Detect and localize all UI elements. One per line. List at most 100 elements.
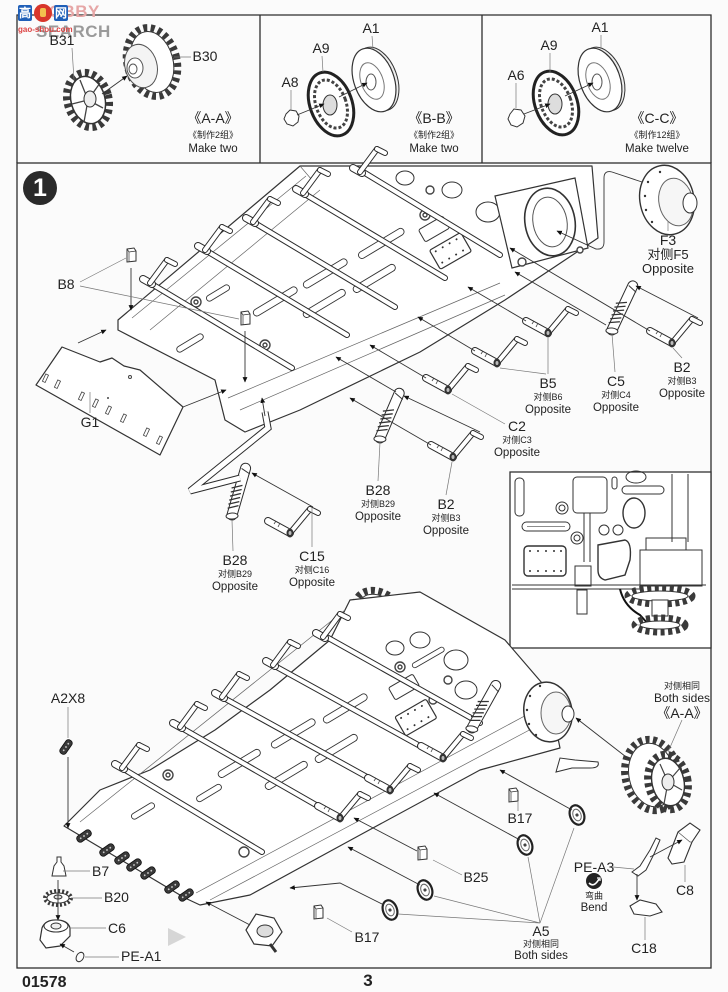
g1-plate-drawing-stroke-stroke [104,405,113,416]
hull-slots-stroke [196,783,222,803]
inset-detail-drawing-stroke [598,524,610,536]
bracket-part-drawing [555,757,599,773]
final-drive-lower-drawing [523,681,575,743]
callout-sprocket-both-sides: 对侧相同 Both sides 《A-A》 [654,680,710,722]
shock-c5-drawing [606,284,637,336]
wheel-a1-drawing-stroke [365,73,377,91]
inset-detail-drawing-stroke-stroke [545,550,547,552]
g1-plate-drawing-stroke [35,346,184,456]
upper-arrows-stroke [251,472,314,508]
hull-hatches-stroke-stroke [462,249,465,252]
lower-arrows-stroke [347,846,421,886]
part-c6-drawing-stroke [50,922,62,930]
opposite-part-cn: 对侧B6 [533,392,563,402]
part-label-a2x8: A2X8 [50,690,86,706]
upper-arrows-stroke [369,344,427,379]
part-pe-a3-drawing [631,837,661,877]
final-drive-f3-drawing-stroke [682,192,698,214]
road-wheel-a5-drawing [565,802,589,828]
inset-detail-drawing-stroke-stroke [537,570,539,572]
lower-arrows-stroke [289,882,385,906]
wheel-a9-drawing-stroke [313,78,349,130]
inset-frame [509,471,712,649]
final-drive-lower-drawing-stroke [538,684,542,688]
hull-washers-stroke [238,846,250,858]
hull-slots-stroke [176,333,204,353]
inset-detail-drawing-stroke [521,521,571,532]
hull-hatches-stroke-stroke [434,250,437,253]
inset-detail-drawing-stroke [631,614,689,636]
part-label: F3 [659,232,677,248]
upper-leaders-stroke [672,347,683,359]
callout-b2: B2 对侧B3 Opposite [423,497,469,538]
g1-plate-drawing-stroke-stroke [91,398,100,409]
sprocket-b30-drawing [122,24,182,100]
page-number: 3 [363,971,373,990]
callout-c2: C2 对侧C3 Opposite [494,419,540,460]
hull-lower-drawing [63,586,575,906]
opposite-part-cn: 对侧C4 [601,390,631,400]
nut-a6-drawing [507,108,526,128]
wheel-a9-drawing-stroke [538,77,574,129]
hull-hatches-stroke-stroke [420,704,423,707]
upper-loose-parts [224,164,701,537]
hull-slots-stroke [205,284,231,302]
part-label-a9: A9 [540,37,558,53]
opposite-note: Opposite [493,447,541,459]
inset-detail-drawing-stroke [570,531,584,545]
sprocket-assembly-drawing [621,735,692,815]
inset-detail-drawing-stroke [523,545,567,577]
part-label: B5 [539,375,557,391]
subassembly-title: 《B-B》 [408,110,460,126]
final-drive-f3-drawing [638,164,698,236]
inset-detail-drawing-stroke-stroke [529,550,531,552]
upper-arrows-stroke [417,316,476,352]
sprocket-assembly-drawing-stroke [659,763,683,805]
part-label-c18: C18 [631,940,657,956]
hull-washers-stroke [443,675,453,685]
part-label-b30: B30 [192,48,218,64]
arm-c2-drawing [426,366,476,395]
watermark-cn-char: 网 [54,5,68,21]
hull-hatches-stroke-stroke [455,238,458,241]
g1-plate-drawing-stroke-stroke [53,379,62,390]
subassembly-qty-cn: 《制作2组》 [408,130,459,140]
callout-b5: B5 对侧B6 Opposite [525,376,571,417]
final-drive-housing-drawing-stroke [517,257,527,267]
hull-hatches-stroke [394,699,437,736]
final-drive-housing-drawing-stroke [523,187,577,257]
inset-detail-drawing-stroke [622,497,646,529]
inset-detail-drawing-stroke [576,589,588,615]
hull-slots-stroke [302,288,346,318]
opposite-note: Opposite [422,525,470,537]
upper-leaders-stroke [377,441,381,482]
arm-b5-drawing [475,339,525,368]
inset-detail-drawing-stroke [621,485,665,495]
final-drive-lower-drawing-stroke [525,708,529,712]
inset-detail-drawing-stroke [597,539,632,581]
torsion-bars-stroke [271,663,442,759]
upper-leaders-stroke [499,338,549,375]
torsion-bars-stroke [120,766,264,854]
hull-hatches [385,631,478,736]
torsion-bars-stroke [321,633,482,725]
assembly-arrow [523,103,551,115]
arm-b5-drawing [526,309,576,338]
hull-hatches-stroke [441,181,463,199]
watermark-cn-char: 高 [18,5,32,21]
opposite-note: Opposite [211,581,259,593]
kit-number: 01578 [22,974,67,991]
part-label-pe-a3: PE-A3 [573,859,615,875]
part-b7-drawing-stroke [51,856,67,877]
hull-hatches-stroke-stroke [420,720,423,723]
road-wheel-a5-drawing [513,832,537,858]
upper-arrows-stroke [182,389,227,408]
inset-detail-drawing-stroke-stroke [537,550,539,552]
part-label-b25: B25 [463,869,489,885]
step-number: 1 [33,174,47,202]
lower-leaders-stroke [667,719,683,753]
upper-leaders-stroke [445,461,453,496]
opposite-part-cn: 对侧B29 [217,569,252,579]
opposite-part-cn: 对侧B3 [431,513,461,523]
